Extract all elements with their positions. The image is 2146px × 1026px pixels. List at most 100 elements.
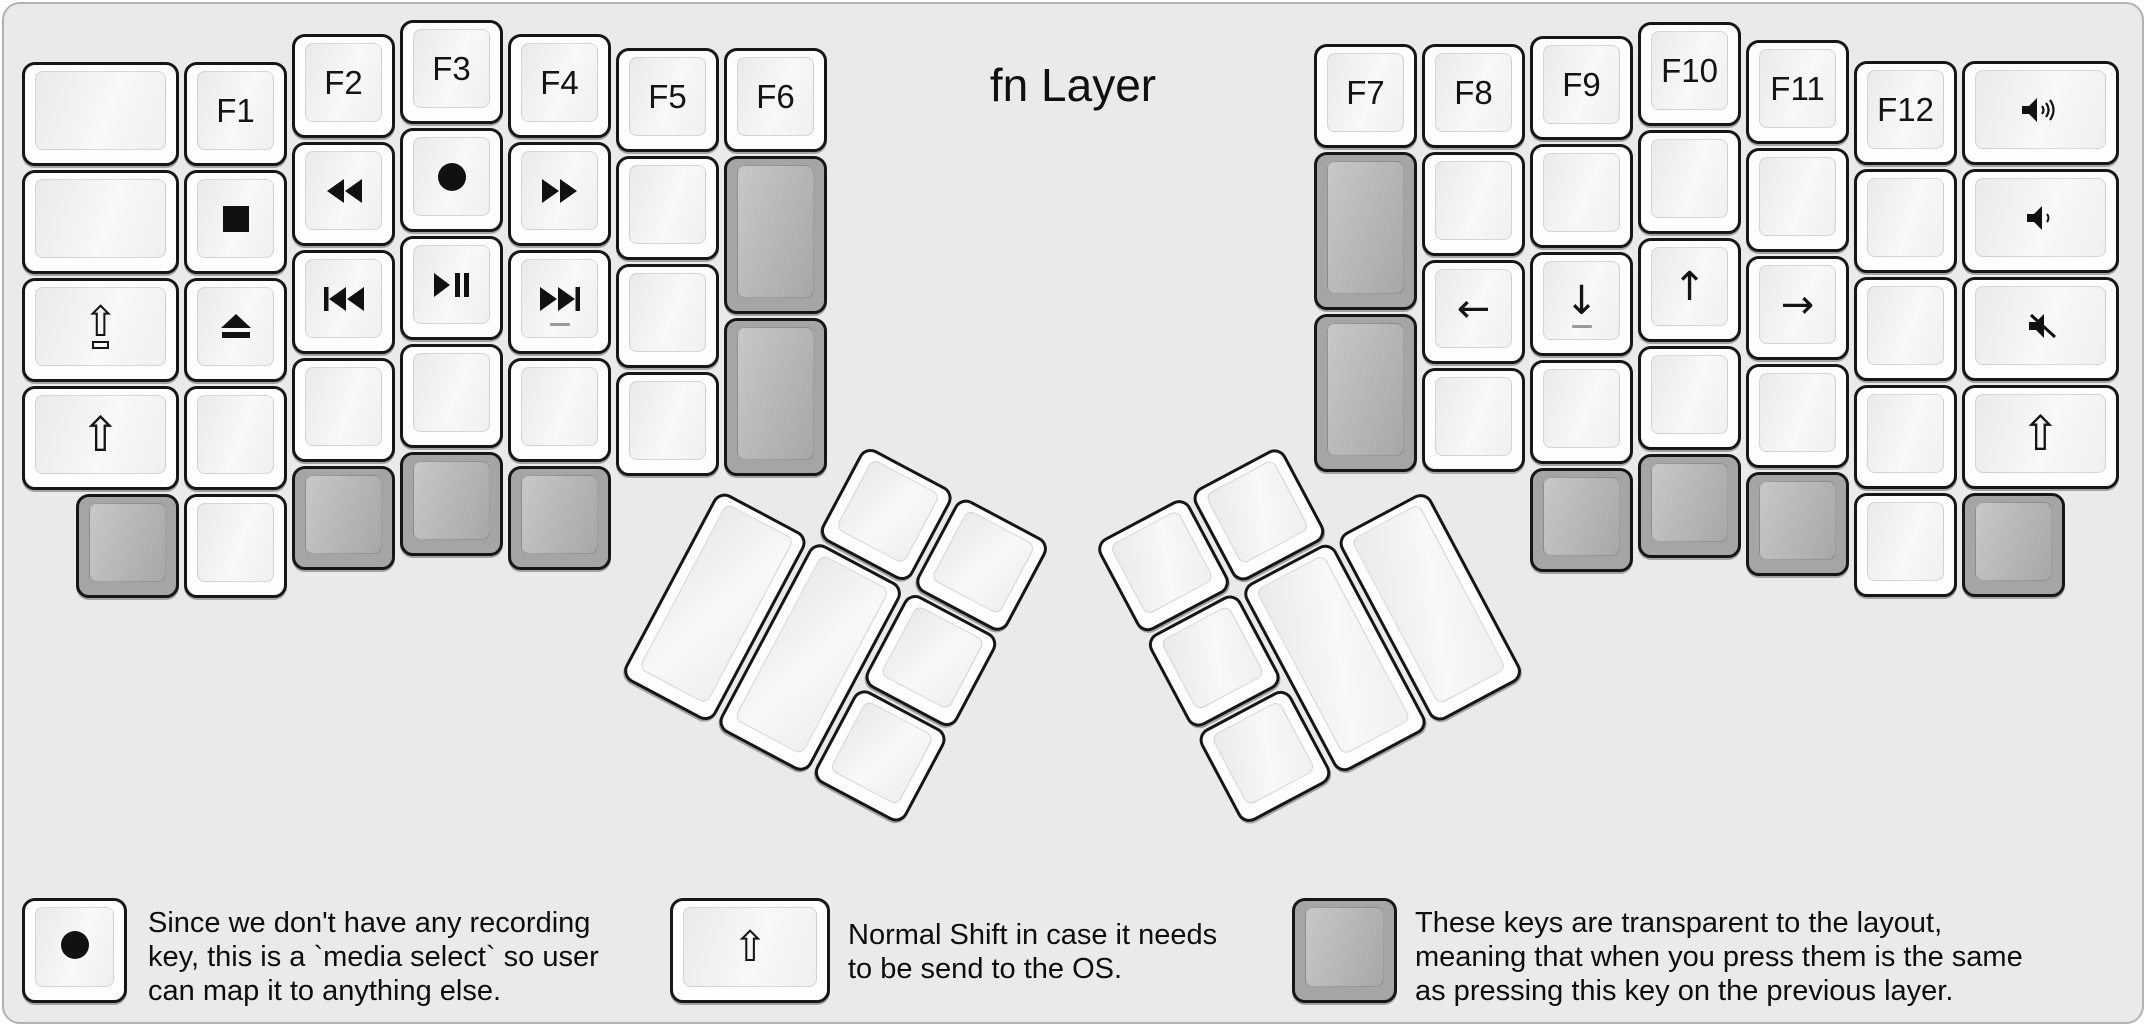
legend-shift-key-icon: ⇧ [670,898,830,1003]
key-rewind[interactable] [292,142,395,246]
key-shift[interactable]: ⇧ [1962,385,2119,489]
keycap [197,179,274,258]
legend-record-line3: can map it to anything else. [148,975,502,1007]
key-f10[interactable]: F10 [1638,22,1741,126]
keycap [629,273,706,352]
key-label: F5 [648,77,687,115]
key-record[interactable] [400,128,503,232]
key-blank[interactable] [1638,130,1741,234]
keycap [521,475,598,554]
keycap [35,179,166,258]
fast-forward-icon [540,177,580,205]
key-eject[interactable] [184,278,287,382]
keycap [1435,161,1512,240]
key-mute[interactable] [1962,277,2119,381]
key-f5[interactable]: F5 [616,48,719,152]
key-f6[interactable]: F6 [724,48,827,152]
key-play-pause[interactable] [400,236,503,340]
key-volume-up[interactable] [1962,61,2119,165]
shift-icon: ⇧ [80,406,121,463]
key-transparent[interactable] [508,466,611,570]
key-f12[interactable]: F12 [1854,61,1957,165]
keycap [1759,373,1836,452]
key-arrow-right[interactable]: → [1746,256,1849,360]
key-transparent[interactable] [76,494,179,598]
legend-shift-line1: Normal Shift in case it needs [848,919,1218,951]
key-blank[interactable] [400,344,503,448]
key-blank[interactable] [1530,360,1633,464]
key-blank[interactable] [1854,169,1957,273]
key-transparent[interactable] [1530,468,1633,572]
key-f8[interactable]: F8 [1422,44,1525,148]
key-transparent[interactable] [292,466,395,570]
key-f11[interactable]: F11 [1746,40,1849,144]
keycap [1867,286,1944,365]
keycap [1759,481,1836,560]
key-arrow-down[interactable]: ↓ [1530,252,1633,356]
keycap [521,259,598,338]
key-blank[interactable] [616,156,719,260]
key-blank[interactable] [184,494,287,598]
keycap [1651,463,1728,542]
key-arrow-left[interactable]: ← [1422,260,1525,364]
key-transparent[interactable] [1314,314,1417,472]
key-stop[interactable] [184,170,287,274]
keycap [89,503,166,582]
key-transparent[interactable] [1746,472,1849,576]
key-blank[interactable] [508,358,611,462]
keycap [629,381,706,460]
key-f7[interactable]: F7 [1314,44,1417,148]
arrow-up-icon: ↑ [1672,263,1707,310]
shift-icon: ⇧ [2020,405,2061,462]
keycap: F2 [305,43,382,122]
keycap: ↑ [1651,247,1728,326]
arrow-right-icon: → [1780,281,1815,328]
key-blank[interactable] [1422,368,1525,472]
key-transparent[interactable] [724,318,827,476]
key-blank[interactable] [1854,277,1957,381]
keycap [1109,509,1215,616]
keycap [1543,153,1620,232]
key-blank[interactable] [1638,346,1741,450]
key-blank[interactable] [616,264,719,368]
key-prev-track[interactable] [292,250,395,354]
key-blank[interactable] [1746,364,1849,468]
key-blank[interactable] [22,170,179,274]
key-f4[interactable]: F4 [508,34,611,138]
key-arrow-up[interactable]: ↑ [1638,238,1741,342]
keycap [197,287,274,366]
keycap [1435,377,1512,456]
key-transparent[interactable] [724,156,827,314]
shift-icon: ⇧ [732,922,768,971]
key-blank[interactable] [1530,144,1633,248]
key-blank[interactable] [292,358,395,462]
mute-icon [2023,311,2059,341]
key-blank[interactable] [1746,148,1849,252]
key-caps-lock[interactable]: ⇧ [22,278,179,382]
key-f1[interactable]: F1 [184,62,287,166]
key-next-track[interactable] [508,250,611,354]
key-volume-down[interactable] [1962,169,2119,273]
key-f2[interactable]: F2 [292,34,395,138]
key-f9[interactable]: F9 [1530,36,1633,140]
key-fast-forward[interactable] [508,142,611,246]
key-transparent[interactable] [1962,493,2065,597]
keycap [305,475,382,554]
key-blank[interactable] [22,62,179,166]
key-blank[interactable] [1854,493,1957,597]
key-transparent[interactable] [1638,454,1741,558]
keycap [413,245,490,324]
stop-icon [221,204,251,234]
keycap [1327,161,1404,294]
key-blank[interactable] [616,372,719,476]
keycap: → [1759,265,1836,344]
key-f3[interactable]: F3 [400,20,503,124]
key-transparent[interactable] [400,452,503,556]
key-blank[interactable] [184,386,287,490]
key-transparent[interactable] [1314,152,1417,310]
key-shift[interactable]: ⇧ [22,386,179,490]
eject-icon [218,312,254,342]
key-blank[interactable] [1422,152,1525,256]
key-label: F9 [1562,65,1601,103]
key-blank[interactable] [1854,385,1957,489]
